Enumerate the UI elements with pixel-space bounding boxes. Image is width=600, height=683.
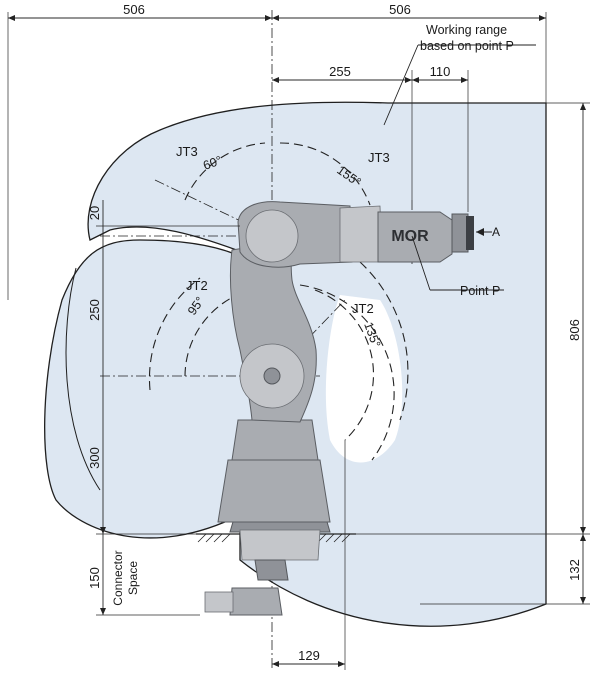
jt3-left-angle: 60° — [201, 153, 224, 173]
label-working-range-1: Working range — [426, 23, 507, 37]
robot-arm: MOR — [204, 201, 474, 616]
label-working-range-2: based on point P — [420, 39, 514, 53]
robot-logo: MOR — [391, 228, 429, 245]
dim-300: 300 — [87, 447, 102, 469]
dim-132: 132 — [567, 559, 582, 581]
label-connector-1: Connector — [111, 550, 125, 605]
label-arrow-a: A — [492, 225, 500, 239]
working-range-inner-white — [325, 295, 403, 463]
dim-20: 20 — [87, 206, 102, 220]
jt2-right-name: JT2 — [352, 301, 374, 316]
dim-806: 806 — [567, 319, 582, 341]
dim-250: 250 — [87, 299, 102, 321]
joint-range-arcs — [148, 142, 409, 461]
dim-top-left: 506 — [123, 2, 145, 17]
jt3-left-name: JT3 — [176, 144, 198, 159]
dim-150: 150 — [87, 567, 102, 589]
view-arrow-a — [476, 228, 492, 236]
label-point-p: Point P — [460, 284, 500, 298]
dim-reach: 255 — [329, 64, 351, 79]
working-range-inner-edge — [65, 267, 101, 491]
jt2-left-name: JT2 — [186, 278, 208, 293]
label-connector-2: Space — [126, 561, 140, 595]
dim-129: 129 — [298, 648, 320, 663]
dimension-lines — [7, 12, 590, 670]
dim-top-right: 506 — [389, 2, 411, 17]
dim-wrist-to-p: 110 — [430, 64, 451, 79]
point-p-marker — [411, 235, 504, 291]
jt3-right-name: JT3 — [368, 150, 390, 165]
